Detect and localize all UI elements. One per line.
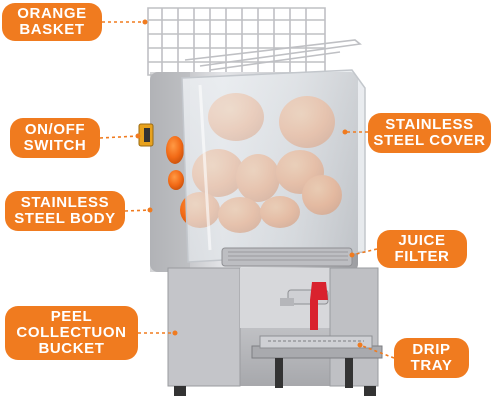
peel-bucket-line-2: COLLECTUON [16,324,127,341]
peel-bucket-line-3: BUCKET [38,340,105,357]
callout-dots [135,19,363,348]
drip-tray-line-2: TRAY [410,357,453,374]
orange-basket-label: ORANGE BASKET [2,3,102,41]
stainless-steel-body-line-1: STAINLESS [20,194,110,211]
juice-tap [280,282,329,330]
peel-bucket-line-1: PEEL [50,308,93,325]
power-switch [138,123,154,147]
glass-cover [181,69,366,263]
wire-basket [147,7,362,76]
peel-collection-bucket-label: PEEL COLLECTUON BUCKET [5,306,138,360]
juice-filter-line-1: JUICE [398,232,446,249]
on-off-switch-line-2: SWITCH [23,137,87,154]
on-off-switch-label: ON/OFF SWITCH [10,118,100,158]
callout-leaders [99,21,395,359]
juice-filter-label: JUICE FILTER [377,230,467,268]
stainless-steel-cover-line-2: STEEL COVER [373,132,486,149]
juice-filter [221,247,353,267]
stainless-steel-body-line-2: STEEL BODY [14,210,116,227]
stainless-steel-cover-label: STAINLESS STEEL COVER [368,113,491,153]
drip-tray-line-1: DRIP [412,341,451,358]
orange-basket-line-1: ORANGE [17,5,87,22]
stainless-steel-cover-line-1: STAINLESS [385,116,474,133]
orange-basket-line-2: BASKET [19,21,85,38]
juice-filter-line-2: FILTER [394,248,450,265]
stainless-steel-body-label: STAINLESS STEEL BODY [5,191,125,231]
drip-tray [251,335,383,388]
drip-tray-label: DRIP TRAY [394,338,469,378]
feet [174,386,376,396]
on-off-switch-line-1: ON/OFF [24,121,86,138]
